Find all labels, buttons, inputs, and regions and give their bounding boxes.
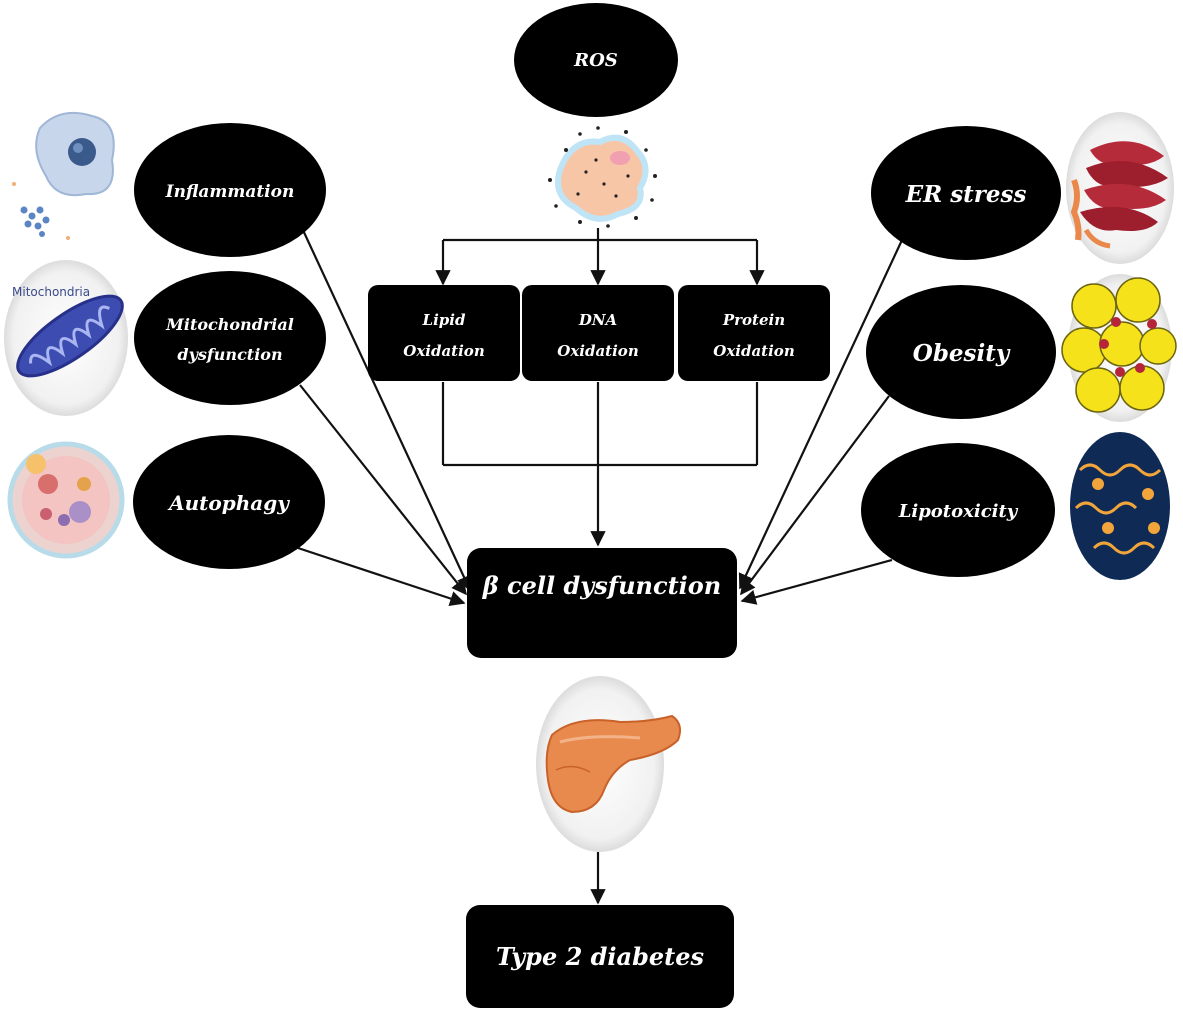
autophagy-node: Autophagy: [133, 435, 325, 569]
dna-oxidation-line2: Oxidation: [557, 342, 638, 360]
protein-oxidation-line1: Protein: [722, 311, 785, 329]
lipid-oxidation-line1: Lipid: [422, 311, 466, 329]
protein-oxidation-box: Protein Oxidation: [678, 285, 830, 381]
er-stress-label: ER stress: [905, 181, 1027, 208]
ros-cell-image: [548, 126, 657, 228]
inflammation-node: Inflammation: [134, 123, 326, 257]
ros-node: ROS: [514, 3, 678, 117]
ros-particles: [548, 126, 657, 228]
arrow-obesity-to-beta-cell: [740, 395, 890, 596]
lipid-oxidation-box: Lipid Oxidation: [368, 285, 520, 381]
pancreas-image: [536, 676, 681, 852]
mitochondria-image: Mitochondria: [4, 260, 128, 416]
dna-oxidation-box: DNA Oxidation: [522, 285, 674, 381]
arrow-autophagy-to-beta-cell: [297, 546, 466, 606]
beta-cell-dysfunction-label: β cell dysfunction: [482, 571, 722, 600]
dna-oxidation-line1: DNA: [578, 311, 617, 329]
inflammation-label: Inflammation: [165, 182, 295, 202]
lipotoxicity-label: Lipotoxicity: [898, 501, 1019, 522]
autophagy-label: Autophagy: [167, 491, 290, 515]
er-image: [1066, 112, 1174, 264]
fat-cells-image: [1061, 274, 1177, 422]
type2-diabetes-label: Type 2 diabetes: [496, 942, 704, 971]
connectors: [297, 227, 903, 905]
autophagy-image: [7, 441, 125, 559]
obesity-label: Obesity: [913, 340, 1011, 367]
type2-diabetes-box: Type 2 diabetes: [466, 905, 734, 1008]
mitochondrial-dysfunction-line1: Mitochondrial: [165, 315, 294, 334]
secreted-particles: [20, 206, 50, 237]
mitochondria-caption: Mitochondria: [12, 285, 90, 299]
lipotoxicity-node: Lipotoxicity: [861, 443, 1055, 577]
mitochondrial-dysfunction-node: Mitochondrial dysfunction: [134, 271, 326, 405]
inflammation-cell-image: [12, 112, 115, 240]
er-stress-node: ER stress: [871, 126, 1061, 260]
arrow-inflammation-to-beta-cell: [301, 227, 472, 592]
mitochondrial-dysfunction-line2: dysfunction: [177, 345, 282, 364]
arrow-lipotoxicity-to-beta-cell: [740, 558, 893, 605]
lipid-oxidation-line2: Oxidation: [403, 342, 484, 360]
obesity-node: Obesity: [866, 285, 1056, 419]
ros-label: ROS: [573, 50, 618, 71]
lipid-particles-image: [1070, 432, 1170, 580]
beta-cell-dysfunction-box: β cell dysfunction: [467, 548, 737, 658]
protein-oxidation-line2: Oxidation: [713, 342, 794, 360]
arrow-mitochondrial-to-beta-cell: [299, 384, 467, 596]
arrow-er-stress-to-beta-cell: [738, 239, 903, 590]
